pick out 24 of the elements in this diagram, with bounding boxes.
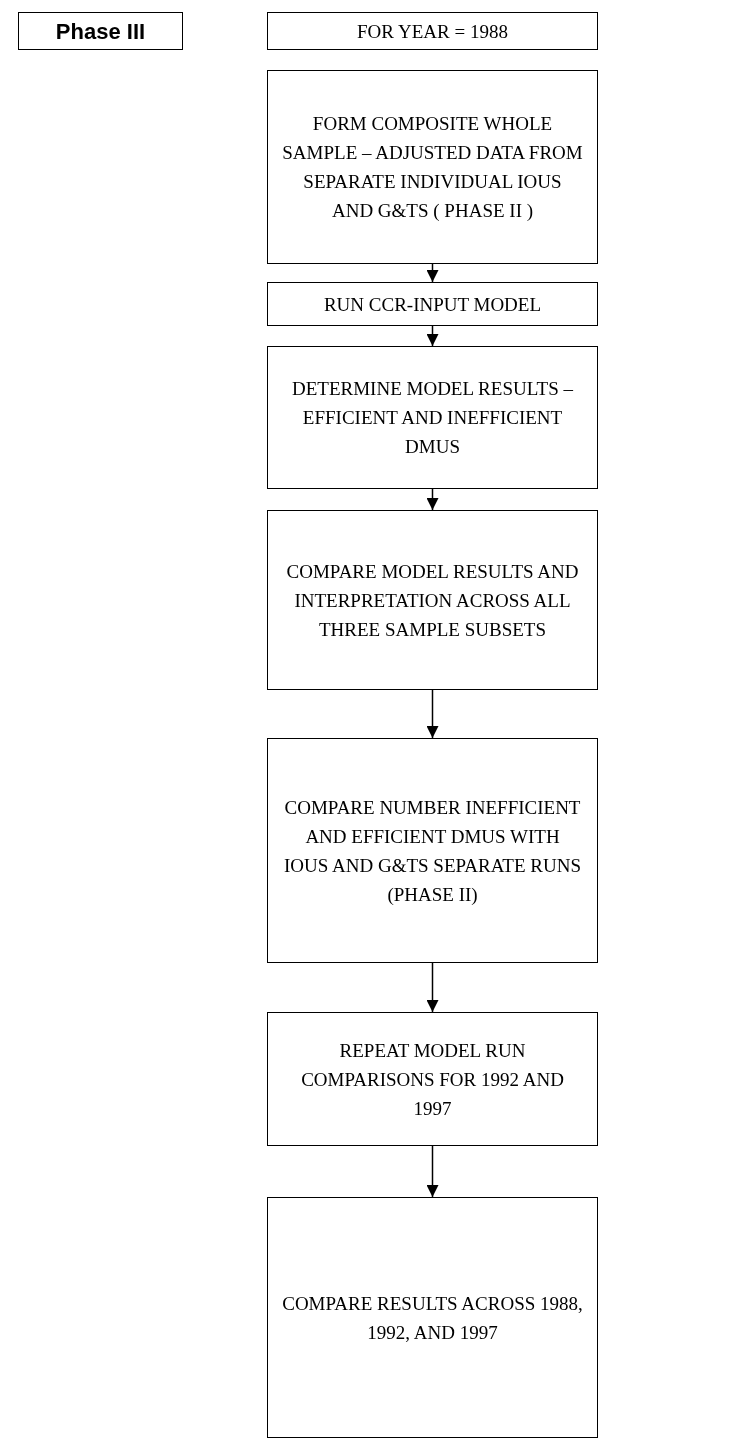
phase-label-box	[18, 12, 183, 50]
process-box	[267, 1012, 598, 1146]
arrow	[426, 962, 439, 1013]
arrow	[426, 263, 439, 283]
phase-title: Phase III	[55, 17, 146, 46]
process-box	[267, 510, 598, 690]
process-box	[267, 282, 598, 326]
process-text: RUN CCR-INPUT MODEL	[323, 292, 542, 317]
process-text: FOR YEAR = 1988	[357, 19, 508, 44]
arrow	[426, 689, 439, 739]
process-text: REPEAT MODEL RUN COMPARISONS FOR 1992 AND 1997	[300, 1038, 565, 1121]
process-box	[267, 70, 598, 264]
process-text: FORM COMPOSITE WHOLE SAMPLE – ADJUSTED DATA FROM SEPARATE INDIVIDUAL IOUS AND G&TS ( PHASE II )	[282, 112, 583, 223]
process-box	[267, 346, 598, 489]
process-box	[267, 12, 598, 50]
process-text: COMPARE RESULTS ACROSS 1988, 1992, AND 1997	[282, 1291, 583, 1345]
process-text: COMPARE NUMBER INEFFICIENT AND EFFICIENT DMUS WITH IOUS AND G&TS SEPARATE RUNS (PHASE II)	[283, 795, 582, 907]
process-box	[267, 1197, 598, 1438]
process-box	[267, 738, 598, 963]
arrow	[426, 325, 439, 347]
process-text: COMPARE MODEL RESULTS AND INTERPRETATION ACROSS ALL THREE SAMPLE SUBSETS	[285, 559, 580, 642]
arrow	[426, 1145, 439, 1198]
process-text: DETERMINE MODEL RESULTS – EFFICIENT AND INEFFICIENT DMUS	[291, 377, 574, 459]
arrow	[426, 488, 439, 511]
